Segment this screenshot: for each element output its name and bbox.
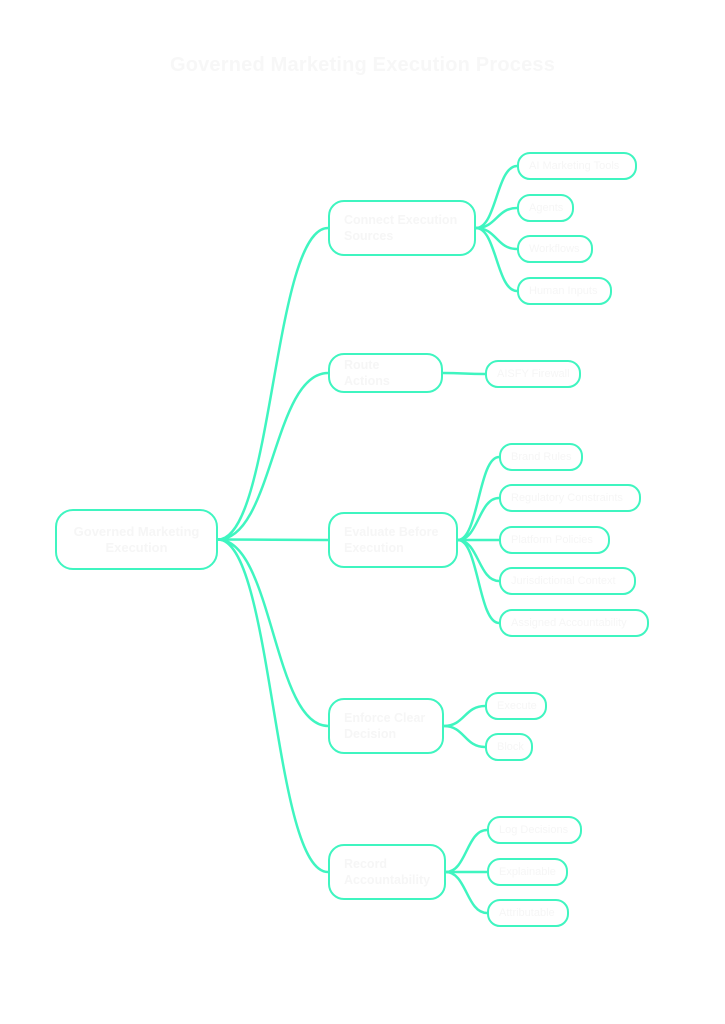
branch-label: Evaluate Before Execution [344, 525, 439, 555]
leaf-node-log-decisions[interactable]: Log Decisions [487, 816, 582, 844]
leaf-label: Workflows [529, 243, 580, 255]
branch-node-record-accountability[interactable]: Record Accountability [328, 844, 446, 900]
leaf-node-attributable[interactable]: Attributable [487, 899, 569, 927]
leaf-node-ai-marketing-tools[interactable]: AI Marketing Tools [517, 152, 637, 180]
leaf-label: Log Decisions [499, 824, 569, 836]
root-node[interactable]: Governed Marketing Execution [55, 509, 218, 570]
branch-label: Record Accountability [344, 857, 431, 887]
edge-branch-to-leaf [474, 164, 519, 230]
edge-branch-to-leaf [444, 870, 489, 915]
leaf-node-block[interactable]: Block [485, 733, 533, 761]
edge-branch-to-leaf [456, 538, 501, 625]
leaf-node-execute[interactable]: Execute [485, 692, 547, 720]
leaf-label: Agents [529, 202, 564, 214]
leaf-label: AI Marketing Tools [529, 160, 620, 172]
leaf-label: Platform Policies [511, 534, 593, 546]
leaf-node-agents[interactable]: Agents [517, 194, 574, 222]
edge-root-to-branch [216, 538, 330, 542]
branch-label: Route Actions [344, 358, 390, 388]
diagram-title: Governed Marketing Execution Process [169, 54, 556, 76]
leaf-node-explainable[interactable]: Explainable [487, 858, 568, 886]
edge-branch-to-leaf [456, 455, 501, 542]
edge-root-to-branch [216, 538, 330, 728]
branch-node-enforce-clear-decision[interactable]: Enforce Clear Decision [328, 698, 444, 754]
leaf-node-platform-policies[interactable]: Platform Policies [499, 526, 610, 554]
branch-label: Enforce Clear Decision [344, 711, 426, 741]
leaf-label: Explainable [499, 866, 556, 878]
edge-root-to-branch [216, 371, 330, 541]
leaf-label: Human Inputs [529, 285, 598, 297]
leaf-label: Regulatory Constraints [511, 492, 623, 504]
leaf-label: Block [497, 741, 524, 753]
branch-node-evaluate-before-execution[interactable]: Evaluate Before Execution [328, 512, 458, 568]
root-label: Governed Marketing Execution [73, 523, 200, 555]
leaf-node-aisfy-firewall[interactable]: AISFY Firewall [485, 360, 581, 388]
leaf-node-regulatory-constraints[interactable]: Regulatory Constraints [499, 484, 641, 512]
leaf-label: Jurisdictional Context [511, 575, 616, 587]
leaf-label: Attributable [499, 907, 555, 919]
leaf-label: Brand Rules [511, 451, 572, 463]
branch-node-connect-execution-sources[interactable]: Connect Execution Sources [328, 200, 476, 256]
edge-root-to-branch [216, 226, 330, 541]
leaf-node-human-inputs[interactable]: Human Inputs [517, 277, 612, 305]
leaf-node-brand-rules[interactable]: Brand Rules [499, 443, 583, 471]
leaf-label: Execute [497, 700, 537, 712]
branch-node-route-actions[interactable]: Route Actions [328, 353, 443, 393]
edge-branch-to-leaf [444, 828, 489, 874]
branch-label: Connect Execution Sources [344, 213, 458, 243]
leaf-node-workflows[interactable]: Workflows [517, 235, 593, 263]
edge-branch-to-leaf [456, 496, 501, 542]
leaf-label: Assigned Accountability [511, 617, 627, 629]
edge-branch-to-leaf [474, 226, 519, 293]
edge-root-to-branch [216, 538, 330, 874]
edge-branch-to-leaf [442, 704, 487, 728]
leaf-node-assigned-accountability[interactable]: Assigned Accountability [499, 609, 649, 637]
edge-branch-to-leaf [441, 371, 487, 376]
leaf-node-jurisdictional-context[interactable]: Jurisdictional Context [499, 567, 636, 595]
leaf-label: AISFY Firewall [497, 368, 570, 380]
edge-branch-to-leaf [442, 724, 487, 749]
edge-branch-to-leaf [456, 538, 501, 583]
